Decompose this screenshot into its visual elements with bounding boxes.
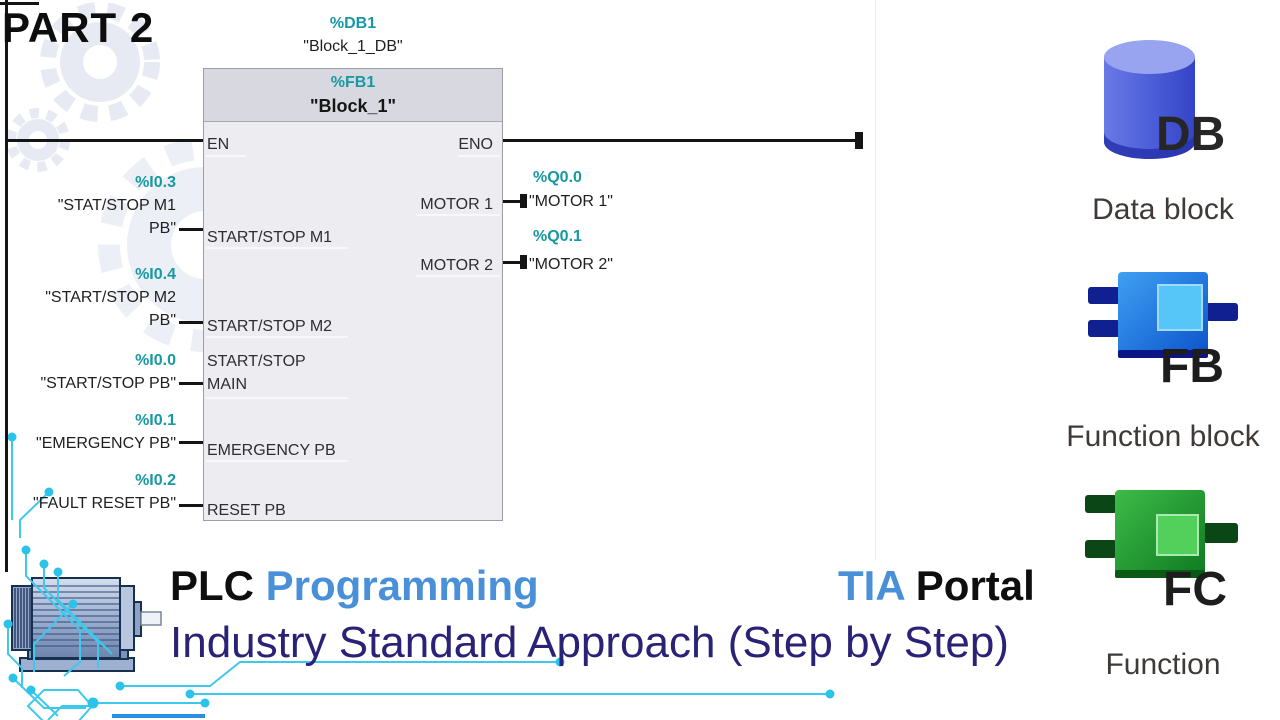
input-operand-text: "STAT/STOP M1 <box>57 197 176 214</box>
circuit-trace-left-icon <box>7 432 54 538</box>
input-stub-5 <box>179 504 204 507</box>
pin-motor-1[interactable]: MOTOR 1 <box>420 196 493 213</box>
en-wire <box>8 139 203 142</box>
output-operand-1[interactable]: %Q0.0 <box>533 166 582 189</box>
fb-address: %FB1 <box>330 74 376 91</box>
input-operand-2[interactable]: %I0.4 "START/STOP M2 PB" <box>0 263 176 332</box>
output-stub-1 <box>503 200 522 203</box>
output-operand-2-name: "MOTOR 2" <box>529 253 613 276</box>
input-operand-4[interactable]: %I0.1 "EMERGENCY PB" <box>0 409 176 455</box>
bottom-accent-bar <box>112 714 205 718</box>
fbd-block[interactable]: %FB1 "Block_1" <box>203 68 503 521</box>
pin-reset-pb[interactable]: RESET PB <box>207 502 286 519</box>
rail-top-segment <box>0 2 39 5</box>
programming-text: Programming <box>265 562 539 609</box>
output-operand-text: "MOTOR 1" <box>529 193 613 210</box>
input-address: %I0.2 <box>135 472 176 489</box>
input-operand-text: "START/STOP M2 <box>45 289 176 306</box>
input-operand-3[interactable]: %I0.0 "START/STOP PB" <box>0 349 176 395</box>
output-operand-2[interactable]: %Q0.1 <box>533 225 582 248</box>
output-stub-1-square <box>520 194 527 208</box>
input-operand-text: PB" <box>148 220 176 237</box>
output-operand-text: "MOTOR 2" <box>529 256 613 273</box>
pin-start-stop-m1[interactable]: START/STOP M1 <box>207 229 333 246</box>
input-stub-4 <box>179 441 204 444</box>
motor-and-circuit-icon <box>3 545 835 720</box>
input-address: %I0.3 <box>135 174 176 191</box>
input-operand-5[interactable]: %I0.2 "FAULT RESET PB" <box>0 469 176 515</box>
fc-abbr-text: FC <box>1163 563 1227 613</box>
pin-underline <box>416 214 500 216</box>
pin-eno[interactable]: ENO <box>458 136 493 153</box>
db-address: %DB1 <box>329 15 377 32</box>
pin-underline <box>416 275 500 277</box>
output-address: %Q0.1 <box>533 228 582 245</box>
output-stub-2 <box>503 261 522 264</box>
input-operand-text: "EMERGENCY PB" <box>36 435 176 452</box>
data-block-label: Data block <box>1092 193 1234 226</box>
circuit-traces <box>7 550 830 720</box>
eno-wire <box>503 139 857 142</box>
panel-edge-divider <box>875 0 876 560</box>
fb-abbr-text: FB <box>1160 340 1224 393</box>
plc-text: PLC <box>170 562 254 609</box>
pin-motor-2[interactable]: MOTOR 2 <box>420 257 493 274</box>
input-address: %I0.1 <box>135 412 176 429</box>
circuit-dots <box>3 545 835 709</box>
data-block-icon: DB <box>1104 40 1225 160</box>
pin-en-underline <box>206 155 246 157</box>
pin-eno-underline <box>458 155 500 157</box>
pin-underline <box>206 247 348 249</box>
pin-start-stop-m2[interactable]: START/STOP M2 <box>207 318 333 335</box>
function-block-label: Function block <box>1066 420 1260 453</box>
fbd-block-header: %FB1 "Block_1" <box>204 69 502 122</box>
pin-text: START/STOP <box>207 353 306 370</box>
pin-en[interactable]: EN <box>207 136 230 153</box>
part-title: PART 2 <box>2 4 155 51</box>
footer-subtitle: Industry Standard Approach (Step by Step… <box>170 618 1009 667</box>
pin-underline <box>206 397 348 399</box>
db-abbr-text: DB <box>1156 108 1225 160</box>
tia-text: TIA <box>838 562 905 609</box>
output-stub-2-square <box>520 255 527 269</box>
input-operand-text: PB" <box>148 312 176 329</box>
portal-text: Portal <box>915 562 1035 609</box>
db-call-header: %DB1 "Block_1_DB" <box>203 12 503 59</box>
output-address: %Q0.0 <box>533 169 582 186</box>
output-operand-1-name: "MOTOR 1" <box>529 190 613 213</box>
function-block-icon: FB <box>1088 272 1238 393</box>
input-address: %I0.0 <box>135 352 176 369</box>
footer-title-left: PLC Programming <box>170 562 539 610</box>
input-stub-2 <box>179 321 204 324</box>
pin-underline <box>206 336 348 338</box>
input-stub-1 <box>179 228 204 231</box>
fb-name: "Block_1" <box>309 96 397 116</box>
function-icon: FC <box>1085 490 1238 613</box>
pin-emergency-pb[interactable]: EMERGENCY PB <box>207 442 336 459</box>
input-stub-3 <box>179 382 204 385</box>
db-name: "Block_1_DB" <box>303 38 403 55</box>
input-address: %I0.4 <box>135 266 176 283</box>
input-operand-1[interactable]: %I0.3 "STAT/STOP M1 PB" <box>0 171 176 240</box>
power-rail <box>5 0 8 572</box>
function-label: Function <box>1105 648 1221 681</box>
pin-text: MAIN <box>207 376 247 393</box>
footer-title-right: TIA Portal <box>838 562 1035 610</box>
eno-wire-end-tick <box>855 132 863 149</box>
input-operand-text: "FAULT RESET PB" <box>33 495 176 512</box>
pin-underline <box>206 460 348 462</box>
input-operand-text: "START/STOP PB" <box>40 375 176 392</box>
pin-start-stop-main[interactable]: START/STOP MAIN <box>207 350 306 396</box>
